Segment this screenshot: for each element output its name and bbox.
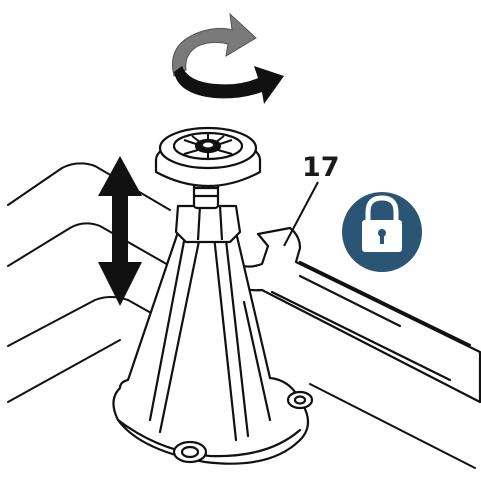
callout-number: 17 xyxy=(302,152,340,183)
height-adjust-arrow-icon xyxy=(98,156,142,306)
callout-leader-line xyxy=(284,182,318,246)
adjustment-wheel xyxy=(156,128,260,186)
rotate-arrow-icon xyxy=(172,14,284,104)
lock-icon xyxy=(342,192,422,272)
hex-nut xyxy=(176,180,240,242)
